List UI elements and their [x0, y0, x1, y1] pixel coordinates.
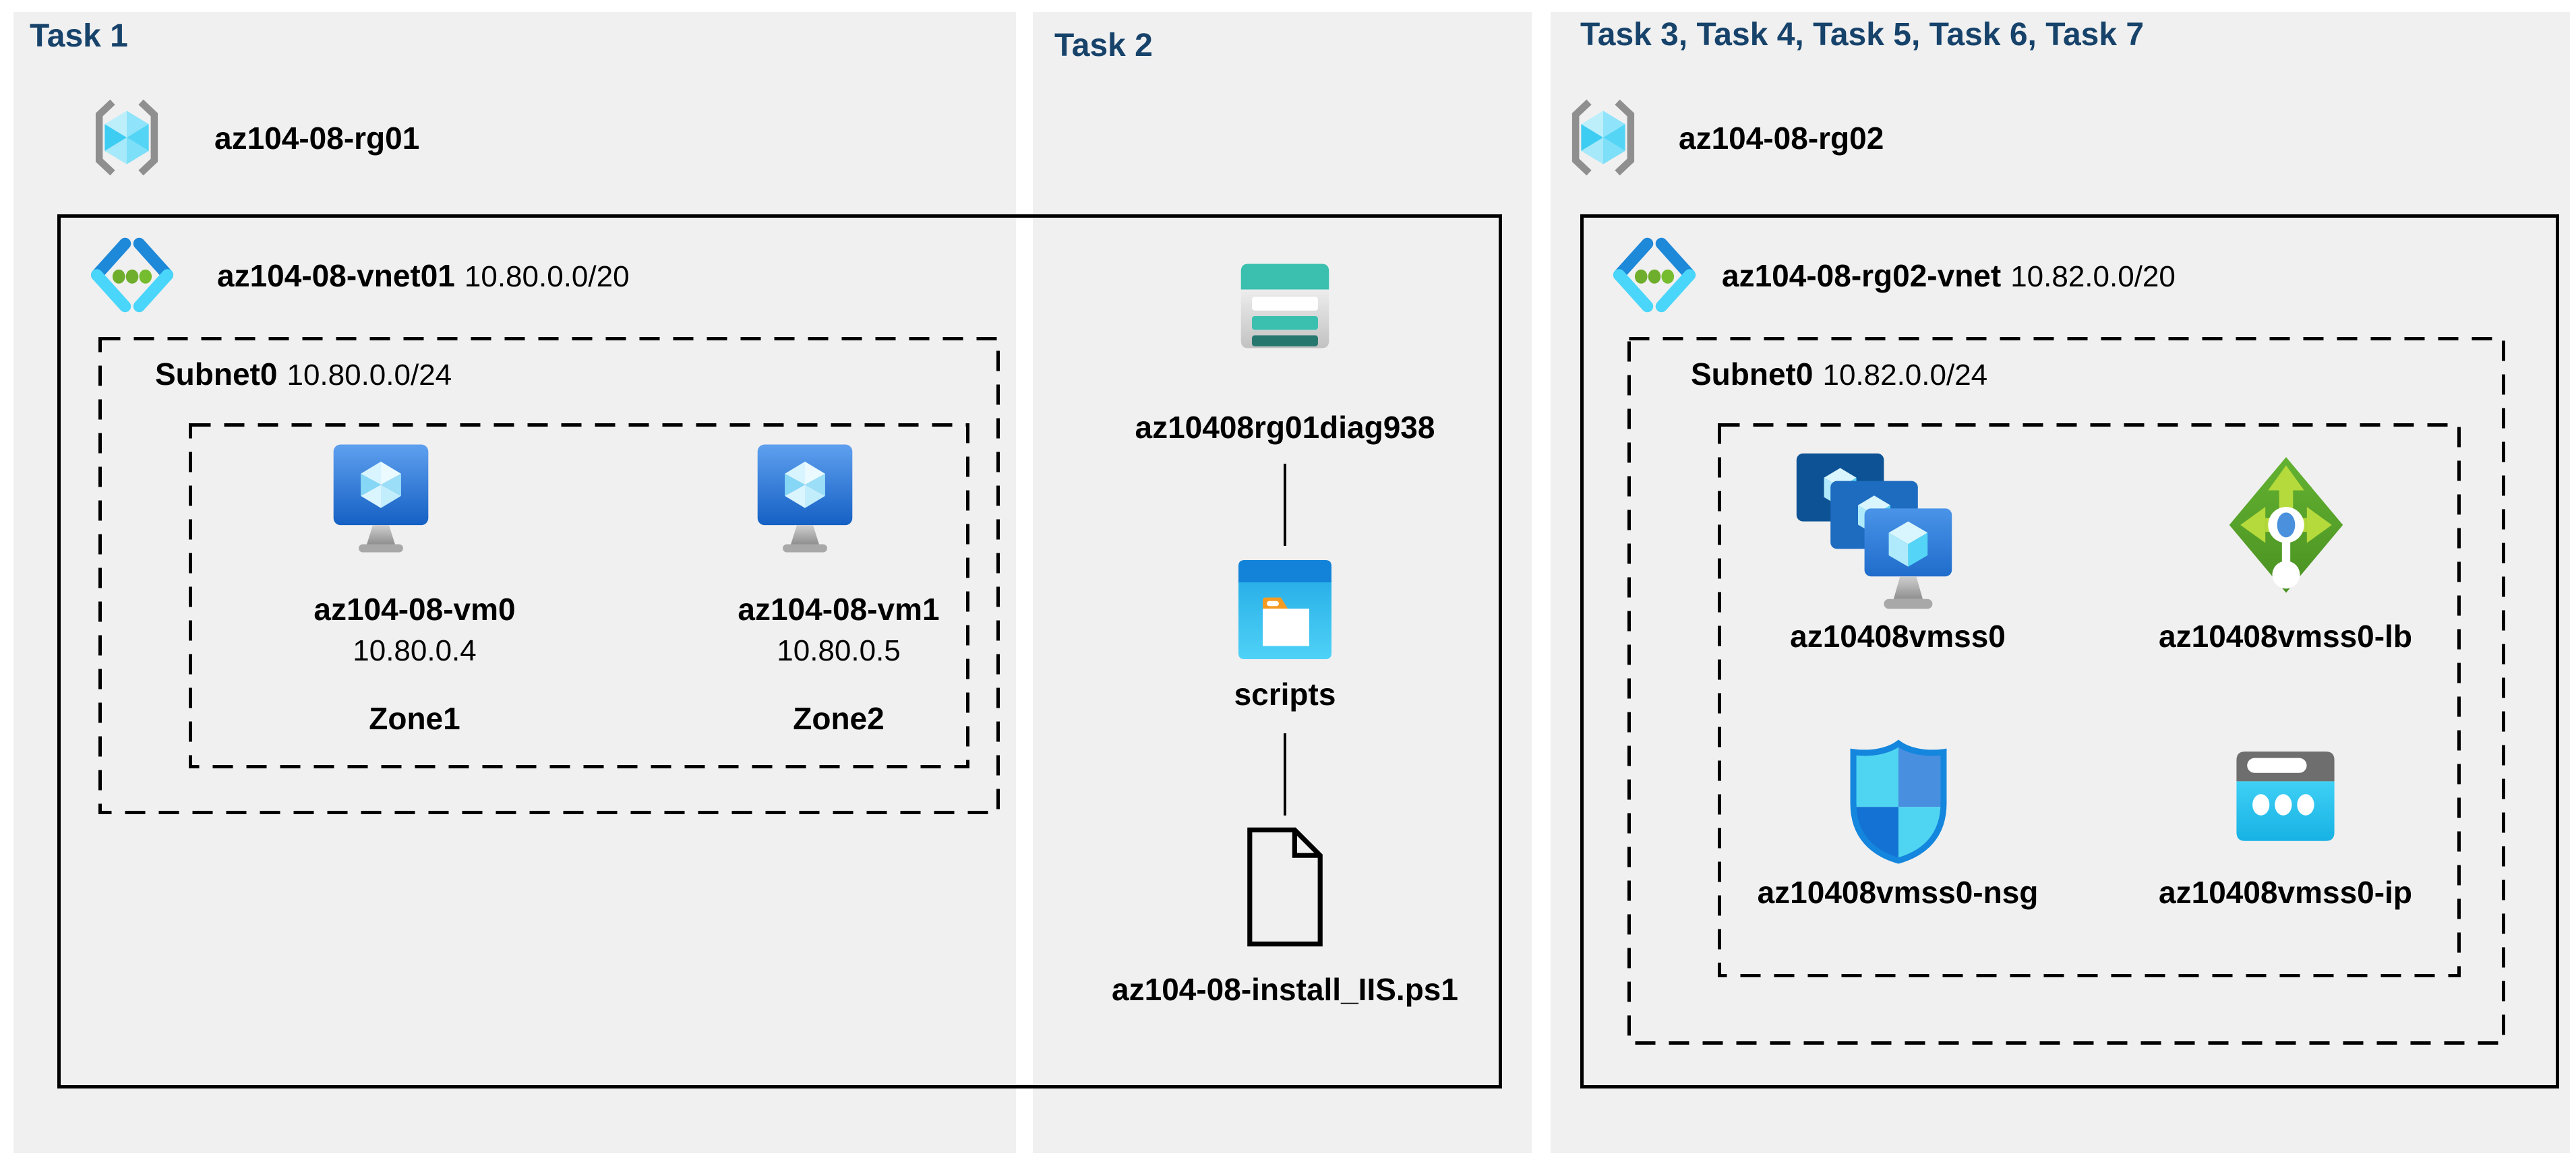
- task1-header: Task 1: [30, 18, 128, 54]
- load-balancer-icon: [2229, 457, 2343, 593]
- resource-group-icon: [95, 99, 158, 176]
- storage-account-label: az10408rg01diag938: [1135, 410, 1435, 445]
- vmss-label: az10408vmss0: [1790, 619, 2006, 654]
- vnet2-cidr: 10.82.0.0/20: [2010, 260, 2176, 293]
- container-label: scripts: [1234, 677, 1336, 712]
- task3-header: Task 3, Task 4, Task 5, Task 6, Task 7: [1580, 17, 2145, 53]
- vm0-ip: 10.80.0.4: [353, 634, 477, 667]
- load-balancer-label: az10408vmss0-lb: [2159, 619, 2412, 654]
- subnet1-name: Subnet0: [155, 357, 278, 392]
- vnet1-cidr: 10.80.0.0/20: [464, 260, 630, 293]
- subnet1-label: Subnet0 10.80.0.0/24: [155, 355, 452, 395]
- vm-scale-set-icon: [1796, 453, 1952, 609]
- nsg-label: az10408vmss0-nsg: [1757, 875, 2039, 910]
- vm0-name: az104-08-vm0: [313, 592, 516, 627]
- vnet2-name: az104-08-rg02-vnet: [1722, 258, 2002, 293]
- zones1-box: [189, 423, 969, 768]
- virtual-machine-icon: [333, 444, 429, 553]
- storage-account-icon: [1240, 264, 1329, 348]
- task1-panel: [13, 12, 1016, 1153]
- connector-scripts-file: [1284, 733, 1286, 816]
- task2-header: Task 2: [1054, 28, 1153, 63]
- blob-container-icon: [1238, 560, 1331, 659]
- vm1-name: az104-08-vm1: [738, 592, 940, 627]
- virtual-machine-icon: [757, 444, 853, 553]
- vnet1-label: az104-08-vnet01 10.80.0.0/20: [217, 256, 630, 297]
- vnet2-box: [1580, 214, 2559, 1088]
- subnet1-box: [98, 337, 1000, 814]
- connector-storage-scripts: [1284, 464, 1286, 546]
- subnet1-cidr: 10.80.0.0/24: [287, 359, 452, 392]
- file-icon: [1247, 827, 1323, 947]
- vnet1-name: az104-08-vnet01: [217, 258, 455, 293]
- vmss-group-box: [1718, 423, 2461, 977]
- public-ip-label: az10408vmss0-ip: [2159, 875, 2412, 910]
- resource-group-icon: [1571, 99, 1635, 176]
- subnet2-name: Subnet0: [1691, 357, 1814, 392]
- virtual-network-icon: [1613, 237, 1696, 313]
- subnet2-box: [1627, 337, 2505, 1045]
- rg1-label: az104-08-rg01: [214, 121, 420, 156]
- vm0-zone: Zone1: [369, 701, 460, 736]
- public-ip-icon: [2236, 751, 2335, 841]
- rg2-label: az104-08-rg02: [1679, 121, 1884, 156]
- virtual-network-icon: [90, 237, 174, 313]
- vm1-zone: Zone2: [793, 701, 885, 736]
- vm1-ip: 10.80.0.5: [777, 634, 901, 667]
- subnet2-cidr: 10.82.0.0/24: [1822, 359, 1988, 392]
- script-file-label: az104-08-install_IIS.ps1: [1112, 972, 1458, 1007]
- network-security-group-icon: [1850, 739, 1947, 864]
- vnet1-box: [57, 214, 1502, 1088]
